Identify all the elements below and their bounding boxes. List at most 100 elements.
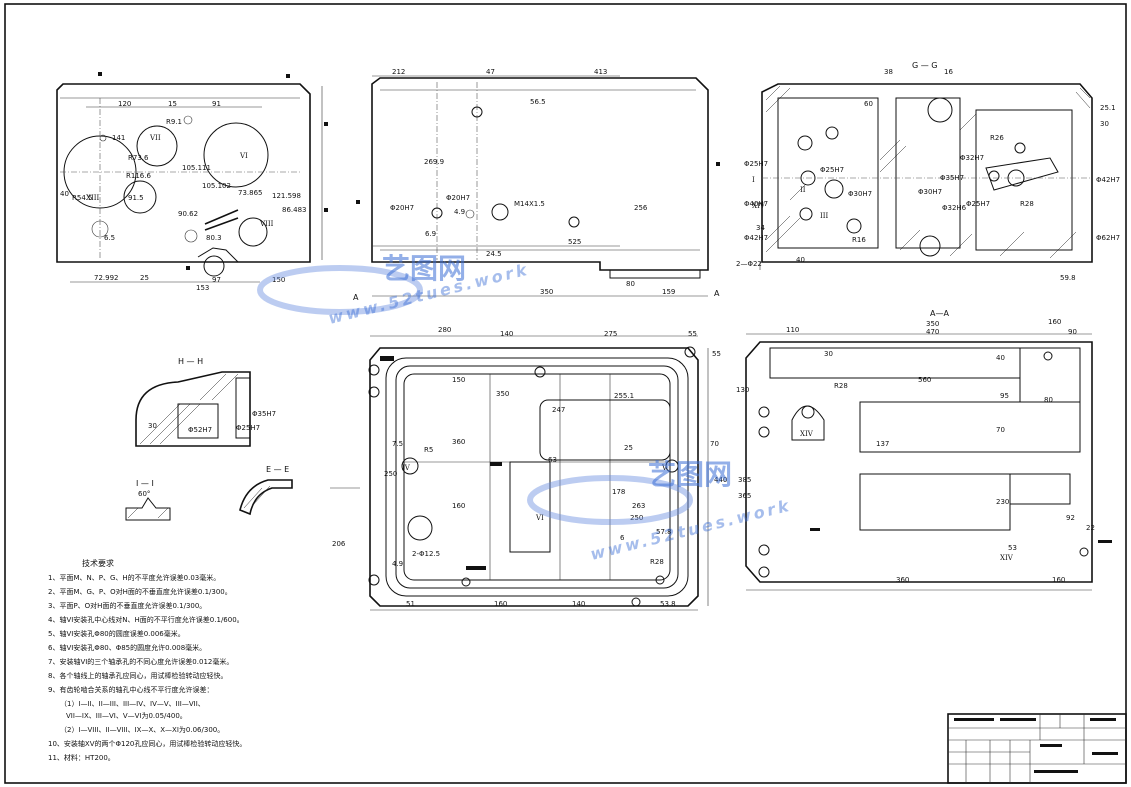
dim-gg-13: Φ42H7	[744, 234, 768, 242]
dim-tm-13: 80	[626, 280, 635, 288]
roman-gg-3: XIV	[752, 202, 766, 210]
watermark-upper: 艺图网 www.52tues.work	[257, 252, 531, 328]
roman-tl-3: XIII	[86, 194, 100, 202]
view-section-ii: I — I 60°	[125, 479, 171, 521]
dim-aa-4: 90	[1068, 328, 1077, 336]
dim-aa-3: 160	[1048, 318, 1061, 326]
dim-bm-13: R5	[424, 446, 433, 454]
roman-gg-1: II	[800, 186, 806, 194]
dim-tm-3: 56.5	[530, 98, 546, 106]
dim-gg-6: Φ25H7	[820, 166, 844, 174]
dim-aa-9: R28	[834, 382, 848, 390]
dim-bm-8: 350	[496, 390, 509, 398]
dim-tm-9: M14X1.5	[514, 200, 545, 208]
dim-ii-0: 60°	[138, 490, 150, 498]
dim-tm-0: 212	[392, 68, 405, 76]
dim-tl-13: R54.5	[72, 194, 92, 202]
dim-tm-15: 24.5	[486, 250, 502, 258]
dim-tm-2: 413	[594, 68, 607, 76]
dim-bm-15: 25	[624, 444, 633, 452]
dim-gg-8: Φ30H7	[918, 188, 942, 196]
tech-item-1: 1、平面M、N、P、G、H的不平度允许误差0.03毫米。	[48, 573, 220, 582]
dim-bm-19: 6	[620, 534, 625, 542]
roman-aa-0: XIV	[1000, 554, 1014, 562]
dim-bm-17: 263	[632, 502, 645, 510]
dim-tm-6: Φ20H7	[446, 194, 470, 202]
watermark-brand-lower: 艺图网	[648, 458, 732, 491]
tech-item-9a: （1）I—II、II—III、III—IV、IV—V、III—VII、	[60, 700, 205, 708]
dim-bm-26: 2-Φ12.5	[412, 550, 440, 558]
dim-aa-15: 53	[1008, 544, 1017, 552]
dim-aa-8: 95	[1000, 392, 1009, 400]
watermark-lower: 艺图网 www.52tues.work	[527, 458, 793, 564]
dim-gg-7: Φ30H7	[848, 190, 872, 198]
dim-bm-23: 140	[572, 600, 585, 608]
dim-tm-11: 525	[568, 238, 581, 246]
dim-gg-9: Φ35H7	[940, 174, 964, 182]
dim-hh-1: Φ52H7	[188, 426, 212, 434]
dim-aa-10: 80	[1044, 396, 1053, 404]
dim-bm-3: 55	[688, 330, 697, 338]
dim-bm-1: 140	[500, 330, 513, 338]
dim-tl-10: 121.598	[272, 192, 301, 200]
view-section-hh: H — H 30 Φ52H7 Φ25H7 Φ35H7	[135, 357, 276, 447]
dim-tl-4: R9.1	[166, 118, 182, 126]
tech-requirements: 技术要求 1、平面M、N、P、G、H的不平度允许误差0.03毫米。 2、平面M、…	[48, 558, 246, 762]
tech-item-3: 3、平面P、O对H面的不垂直度允许误差0.1/300。	[48, 601, 206, 610]
dim-aa-16: 92	[1066, 514, 1075, 522]
dim-bm-25: R28	[650, 558, 664, 566]
section-a-right: A	[714, 289, 720, 298]
watermark-brand-upper: 艺图网	[382, 252, 466, 285]
view-top-middle: 212 47 413 56.5 269.9 Φ20H7 Φ20H7 4.9 6.…	[353, 68, 720, 302]
dim-gg-0: 38	[884, 68, 893, 76]
dim-gg-4: 60	[864, 100, 873, 108]
dim-aa-19: 385	[738, 476, 751, 484]
dim-bm-14: 7.5	[392, 440, 403, 448]
dim-tl-22: 6.5	[104, 234, 115, 242]
gg-title: G — G	[912, 61, 937, 70]
dim-aa-18: 365	[738, 492, 751, 500]
dim-tl-21: 90.62	[178, 210, 198, 218]
dim-tl-7: 105.111	[182, 164, 211, 172]
dim-aa-22: 130	[736, 386, 749, 394]
dim-bm-7: 255.1	[614, 392, 634, 400]
tech-item-9b: VII—IX、III—VI、V—VI为0.05/400。	[66, 711, 187, 720]
roman-bm-2: VI	[535, 514, 544, 522]
dim-tl-11: 86.483	[282, 206, 307, 214]
roman-tl-2: VIII	[259, 220, 274, 228]
tech-item-9: 9、有齿轮啮合关系的轴孔中心线不平行度允许误差：	[48, 685, 213, 694]
dim-gg-14: Φ42H7	[1096, 176, 1120, 184]
hh-title: H — H	[178, 357, 203, 366]
dim-tl-1: 15	[168, 100, 177, 108]
dim-bm-27: 206	[332, 540, 346, 548]
dim-gg-2: 25.1	[1100, 104, 1116, 112]
dim-gg-11: Φ32H6	[942, 204, 967, 212]
dim-gg-19: 40	[796, 256, 805, 264]
dim-tm-7: 4.9	[454, 208, 465, 216]
dim-gg-22: R28	[1020, 200, 1034, 208]
dim-bm-18: 250	[630, 514, 643, 522]
tech-item-8: 8、各个轴线上的轴承孔应同心，用试棒检验转动应轻快。	[48, 671, 227, 680]
dim-aa-5: 30	[824, 350, 833, 358]
section-a-left: A	[353, 293, 359, 302]
dim-bm-5: 150	[452, 376, 465, 384]
view-top-right-gg: G — G 38 16 25.1 30 60 Φ25H	[736, 61, 1120, 282]
dim-aa-7: 560	[918, 376, 931, 384]
dim-gg-23: R16	[852, 236, 866, 244]
dim-tl-3: 141	[112, 134, 125, 142]
dim-tl-2: 91	[212, 100, 221, 108]
dim-bm-20: 57.8	[656, 528, 672, 536]
view-bottom-middle: 280 140 275 55 55 150 247 255.1 350 70 1…	[330, 326, 727, 611]
dim-tl-17: 150	[272, 276, 285, 284]
dim-tl-19: 40	[60, 190, 69, 198]
dim-gg-21: R26	[990, 134, 1004, 142]
dim-hh-2: Φ25H7	[236, 424, 260, 432]
dim-tl-20: 80.3	[206, 234, 222, 242]
view-section-ee: E — E	[239, 465, 293, 516]
dim-tm-1: 47	[486, 68, 495, 76]
dim-bm-24: 53.8	[660, 600, 676, 608]
dim-gg-12: Φ40H7	[744, 200, 768, 208]
dim-tl-18: 25	[140, 274, 149, 282]
dim-tl-15: 153	[196, 284, 209, 292]
